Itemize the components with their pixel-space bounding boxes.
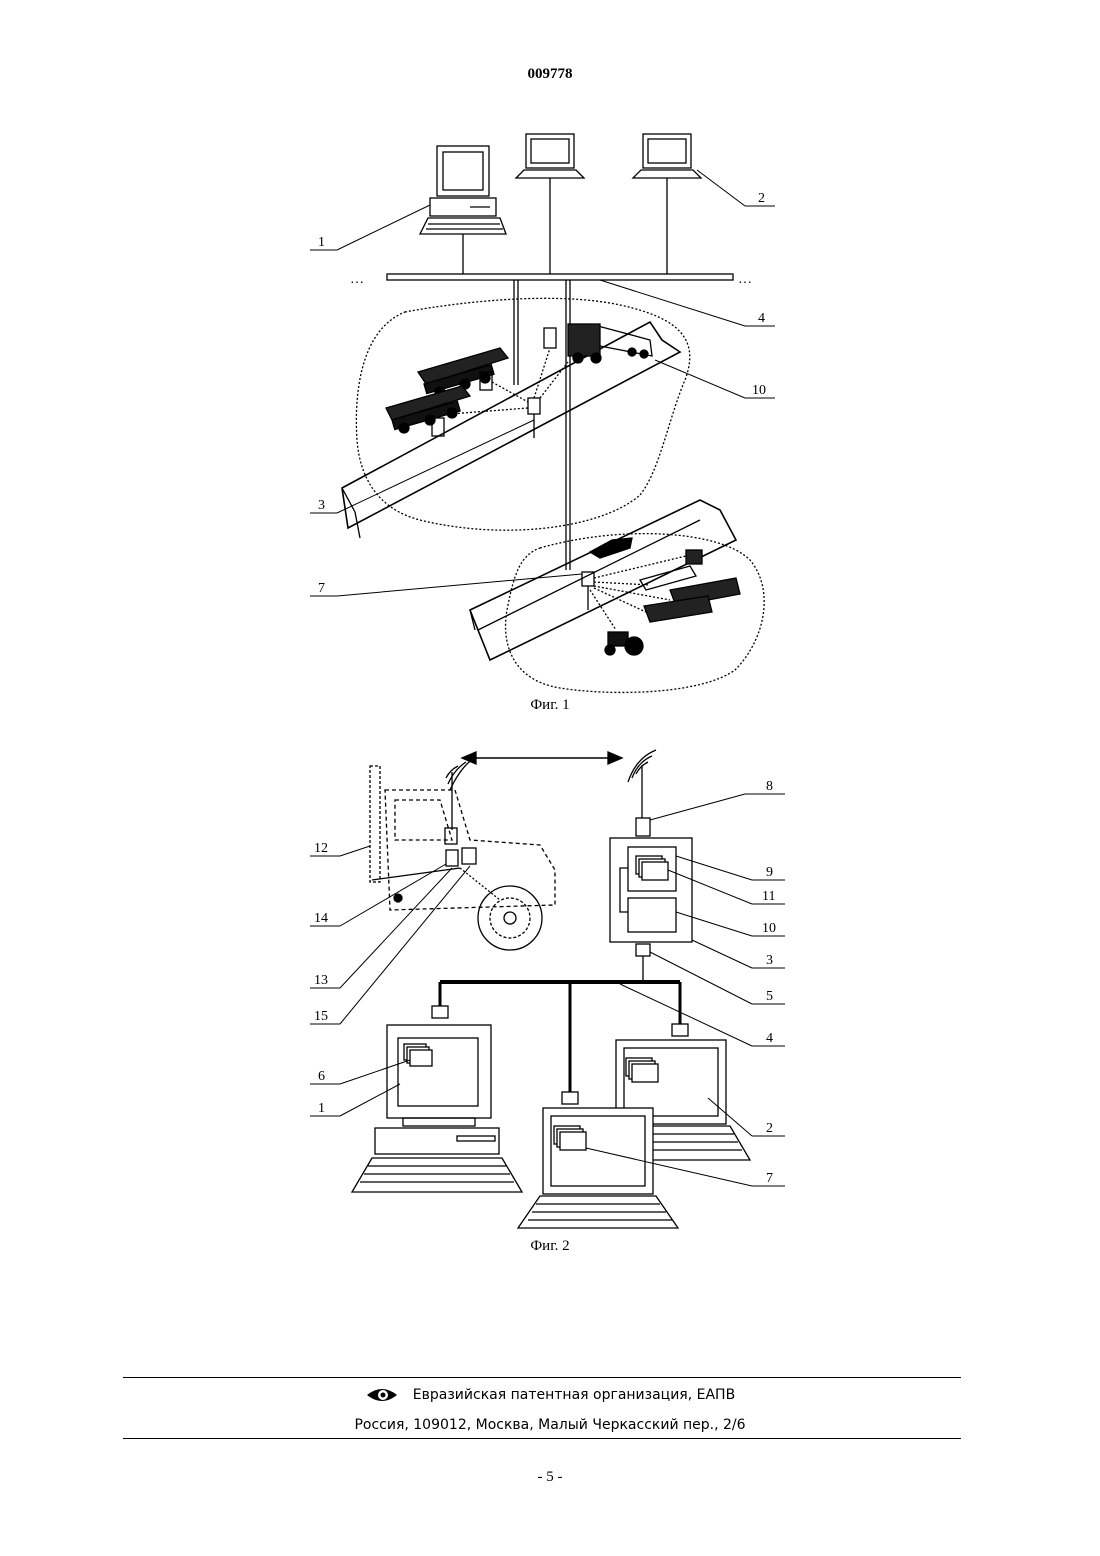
- antenna-module-icon: [636, 818, 650, 836]
- bus-ellipsis-left: …: [350, 272, 364, 287]
- zone-2-outline: [506, 534, 765, 693]
- tractor-icon: [605, 632, 643, 655]
- figure-2-caption: Фиг. 2: [0, 1238, 1100, 1255]
- fig1-label-10: 10: [752, 383, 766, 398]
- controller-unit-icon: [528, 398, 540, 414]
- patent-number: 009778: [0, 66, 1100, 83]
- figure-1-drawing: … …: [0, 120, 1100, 700]
- fig2-label-1: 1: [318, 1101, 325, 1116]
- fig2-label-8: 8: [766, 779, 773, 794]
- fig2-label-2: 2: [766, 1121, 773, 1136]
- vehicle-icon: [686, 550, 702, 564]
- interface-module-icon: [636, 944, 650, 956]
- fig2-label-7: 7: [766, 1171, 773, 1186]
- fig2-label-5: 5: [766, 989, 773, 1004]
- antenna-unit-icon: [445, 828, 457, 844]
- folder-icon: [404, 1044, 432, 1066]
- figure-1-caption: Фиг. 1: [0, 697, 1100, 714]
- footer-rule-bottom: [123, 1438, 961, 1439]
- fig2-label-3: 3: [766, 953, 773, 968]
- fig2-label-12: 12: [314, 841, 328, 856]
- processor-module: [628, 898, 676, 932]
- fig2-label-13: 13: [314, 973, 328, 988]
- sensor-unit-icon: [462, 848, 476, 864]
- fuel-dispenser-icon: [544, 328, 556, 348]
- bus-ellipsis-right: …: [738, 272, 752, 287]
- fig2-label-10: 10: [762, 921, 776, 936]
- footer-organization: Евразийская патентная организация, ЕАПВ: [0, 1385, 1100, 1405]
- fig2-label-14: 14: [314, 911, 328, 926]
- fig1-label-1: 1: [318, 235, 325, 250]
- page-number: - 5 -: [0, 1469, 1100, 1486]
- fig1-label-4: 4: [758, 311, 765, 326]
- eapo-logo-icon: [365, 1385, 399, 1405]
- car-icon: [590, 538, 632, 558]
- desktop-computer-icon: [420, 146, 506, 234]
- laptop-icon: [516, 134, 584, 178]
- controller-unit-icon: [446, 850, 458, 866]
- folder-icon: [636, 856, 668, 880]
- footer-line-2: Россия, 109012, Москва, Малый Черкасский…: [0, 1417, 1100, 1433]
- folder-icon: [554, 1126, 586, 1150]
- fig1-label-3: 3: [318, 498, 325, 513]
- fig2-label-6: 6: [318, 1069, 325, 1084]
- fig2-label-15: 15: [314, 1009, 328, 1024]
- laptop-icon: [633, 134, 701, 178]
- fig2-label-9: 9: [766, 865, 773, 880]
- figure-2-drawing: 8 9 11 10 3 5 4 2 7 12 14 13 15 6 1: [0, 738, 1100, 1238]
- footer-line-1: Евразийская патентная организация, ЕАПВ: [413, 1387, 735, 1403]
- base-station-box: [610, 838, 692, 942]
- desktop-computer-icon: [352, 1025, 522, 1192]
- fig2-label-11: 11: [762, 889, 775, 904]
- folder-icon: [626, 1058, 658, 1082]
- fig1-label-2: 2: [758, 191, 765, 206]
- fig2-label-4: 4: [766, 1031, 773, 1046]
- fig1-label-7: 7: [318, 581, 325, 596]
- footer-rule-top: [123, 1377, 961, 1378]
